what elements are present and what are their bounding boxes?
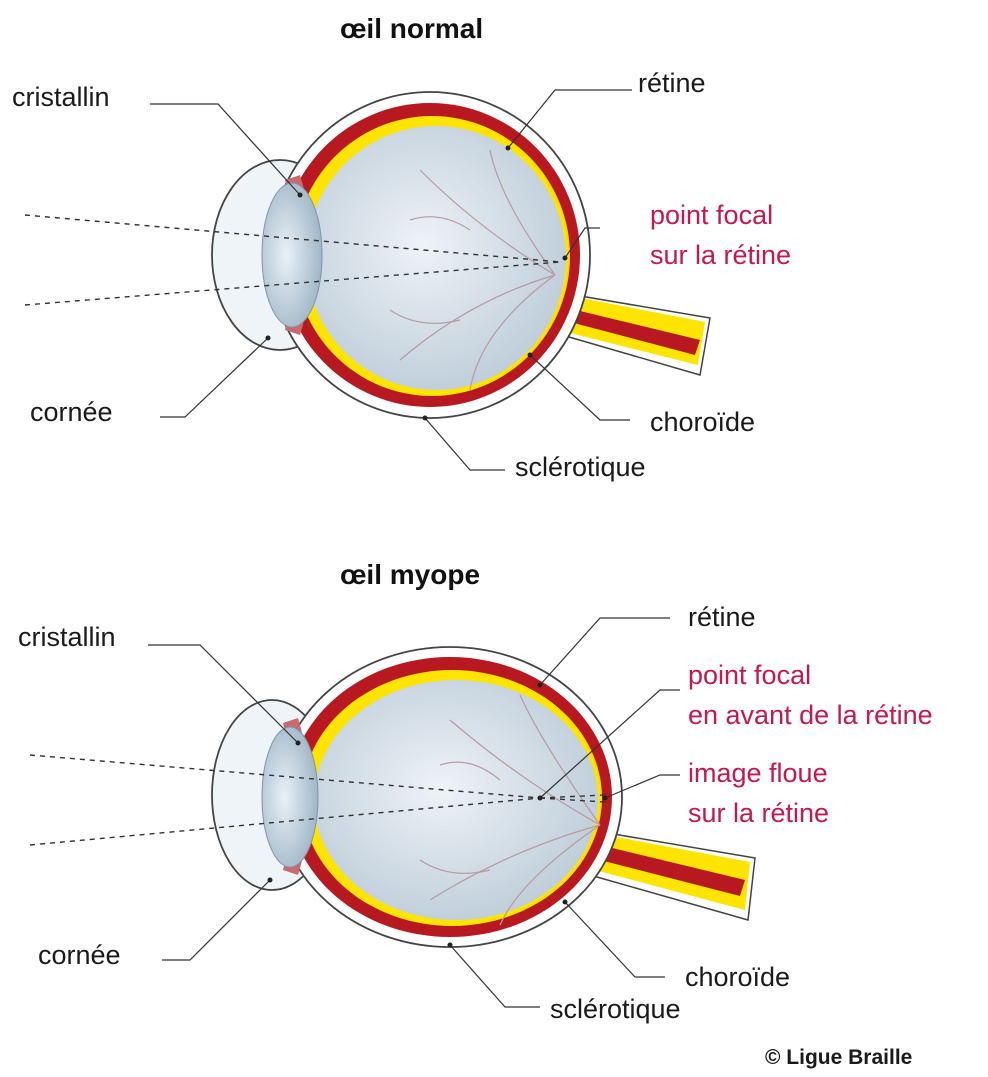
myopic-eye-illustration bbox=[0, 540, 988, 1077]
label-cornee: cornée bbox=[30, 395, 113, 429]
label-point-focal: point focal bbox=[688, 658, 811, 692]
lens-shape bbox=[262, 183, 322, 327]
label-choroide: choroïde bbox=[650, 405, 755, 439]
lens-shape bbox=[262, 727, 318, 867]
label-choroide: choroïde bbox=[685, 960, 790, 994]
label-sclerotique: sclérotique bbox=[550, 992, 681, 1026]
normal-eye-illustration bbox=[0, 0, 988, 540]
label-cristallin: cristallin bbox=[12, 80, 110, 114]
label-point-focal: point focal bbox=[650, 198, 773, 232]
panel-normal-eye: œil normal cristallin rétine point focal… bbox=[0, 0, 988, 540]
label-cristallin: cristallin bbox=[18, 620, 116, 654]
label-retine: rétine bbox=[638, 66, 706, 100]
copyright-notice: © Ligue Braille bbox=[765, 1046, 912, 1070]
label-en-avant-de-la-retine: en avant de la rétine bbox=[688, 698, 933, 732]
optic-nerve-icon bbox=[590, 830, 755, 920]
label-sclerotique: sclérotique bbox=[515, 450, 646, 484]
panel-myopic-eye: œil myope cristallin rétine point focal … bbox=[0, 540, 988, 1077]
label-sur-la-retine: sur la rétine bbox=[650, 238, 791, 272]
label-image-floue: image floue bbox=[688, 756, 828, 790]
label-retine: rétine bbox=[688, 600, 756, 634]
normal-eye-title: œil normal bbox=[340, 12, 483, 46]
label-cornee: cornée bbox=[38, 938, 121, 972]
myopic-eye-title: œil myope bbox=[340, 558, 480, 592]
label-sur-la-retine: sur la rétine bbox=[688, 796, 829, 830]
